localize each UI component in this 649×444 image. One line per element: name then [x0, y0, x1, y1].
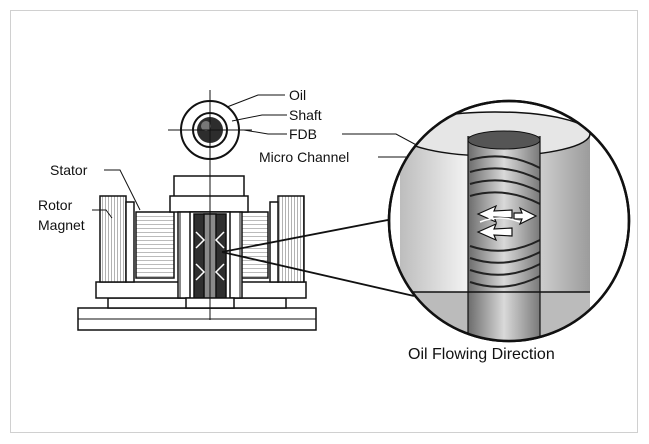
motor-assembly	[77, 160, 317, 331]
top-leaders	[226, 94, 287, 135]
zoom-wedge	[221, 217, 415, 297]
shaft-cross-section	[168, 90, 252, 170]
label-stator: Stator	[50, 162, 88, 178]
label-micro-channel: Micro Channel	[259, 149, 349, 165]
label-shaft: Shaft	[289, 107, 322, 123]
label-fdb: FDB	[289, 126, 317, 142]
label-rotor: Rotor	[38, 197, 73, 213]
left-leaders	[92, 169, 141, 219]
caption-oil-flowing-direction: Oil Flowing Direction	[408, 346, 555, 363]
label-magnet: Magnet	[38, 217, 85, 233]
zoom-circle	[387, 99, 631, 343]
label-oil: Oil	[289, 87, 306, 103]
